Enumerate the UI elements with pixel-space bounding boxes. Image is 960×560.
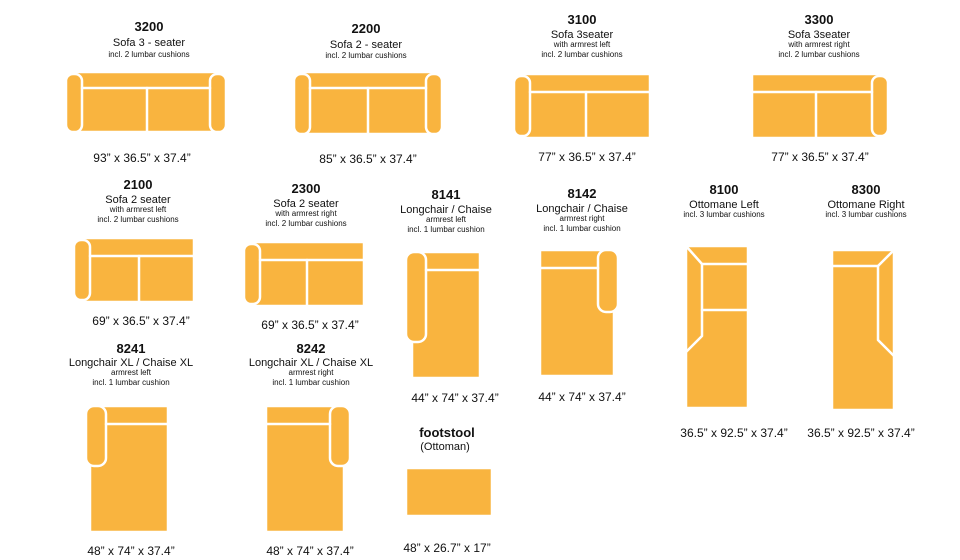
product-title: Sofa 3seater <box>787 29 851 41</box>
product-code: 8241 <box>116 341 146 356</box>
product-code: footstool <box>419 425 475 440</box>
product-note: armrest right <box>559 214 605 223</box>
product-note: incl. 2 lumbar cushions <box>265 219 347 228</box>
product-code: 2100 <box>123 177 153 192</box>
product-note: incl. 1 lumbar cushion <box>543 224 621 233</box>
product-note: incl. 2 lumbar cushions <box>778 50 860 59</box>
product-note: with armrest right <box>275 209 337 218</box>
product-title: Longchair XL / Chaise XL <box>248 357 374 369</box>
product-title: Longchair / Chaise <box>400 204 492 216</box>
product-dimensions: 69” x 36.5” x 37.4” <box>92 314 190 328</box>
product-note: armrest right <box>288 368 334 377</box>
product-title: (Ottoman) <box>420 441 470 453</box>
product-dimensions: 44” x 74” x 37.4” <box>538 390 626 404</box>
product-title: Ottomane Right <box>827 199 905 211</box>
product-code: 8142 <box>567 186 597 201</box>
product-dimensions: 93” x 36.5” x 37.4” <box>93 151 191 165</box>
product-code: 2200 <box>351 21 381 36</box>
product-dimensions: 36.5” x 92.5” x 37.4” <box>807 426 915 440</box>
product-title: Longchair / Chaise <box>536 203 628 215</box>
product-note: incl. 1 lumbar cushion <box>92 378 170 387</box>
product-code: 3300 <box>804 12 834 27</box>
product-code: 8300 <box>851 182 881 197</box>
product-dimensions: 69” x 36.5” x 37.4” <box>261 318 359 332</box>
product-note: incl. 3 lumbar cushions <box>683 210 765 219</box>
product-note: armrest left <box>110 368 152 377</box>
product-note: incl. 2 lumbar cushions <box>541 50 623 59</box>
product-title: Ottomane Left <box>689 199 759 211</box>
product-dimensions: 48” x 74” x 37.4” <box>87 544 175 558</box>
product-code: 2300 <box>291 181 321 196</box>
product-dimensions: 77” x 36.5” x 37.4” <box>771 150 869 164</box>
product-title: Sofa 2 seater <box>273 198 339 210</box>
product-dimensions: 85” x 36.5” x 37.4” <box>319 152 417 166</box>
product-title: Sofa 2 seater <box>105 194 171 206</box>
product-code: 3100 <box>567 12 597 27</box>
product-note: incl. 2 lumbar cushions <box>97 215 179 224</box>
product-note: incl. 1 lumbar cushion <box>407 225 485 234</box>
product-note: incl. 3 lumbar cushions <box>825 210 907 219</box>
product-code: 8242 <box>296 341 326 356</box>
product-code: 8100 <box>709 182 739 197</box>
product-note: incl. 2 lumbar cushions <box>108 50 190 59</box>
product-title: Sofa 3seater <box>550 29 614 41</box>
product-title: Longchair XL / Chaise XL <box>68 357 194 369</box>
product-dimensions: 77” x 36.5” x 37.4” <box>538 150 636 164</box>
product-dimensions: 48” x 26.7” x 17” <box>403 541 491 555</box>
product-code: 3200 <box>134 19 164 34</box>
product-note: with armrest right <box>788 40 850 49</box>
product-dimensions: 44” x 74” x 37.4” <box>411 391 499 405</box>
product-note: incl. 1 lumbar cushion <box>272 378 350 387</box>
product-code: 8141 <box>431 187 461 202</box>
product-title: Sofa 2 - seater <box>329 39 403 51</box>
product-dimensions: 48” x 74” x 37.4” <box>266 544 354 558</box>
product-note: armrest left <box>425 215 467 224</box>
product-note: incl. 2 lumbar cushions <box>325 51 407 60</box>
product-note: with armrest left <box>109 205 167 214</box>
product-title: Sofa 3 - seater <box>112 37 186 49</box>
product-note: with armrest left <box>553 40 611 49</box>
product-dimensions: 36.5” x 92.5” x 37.4” <box>680 426 788 440</box>
